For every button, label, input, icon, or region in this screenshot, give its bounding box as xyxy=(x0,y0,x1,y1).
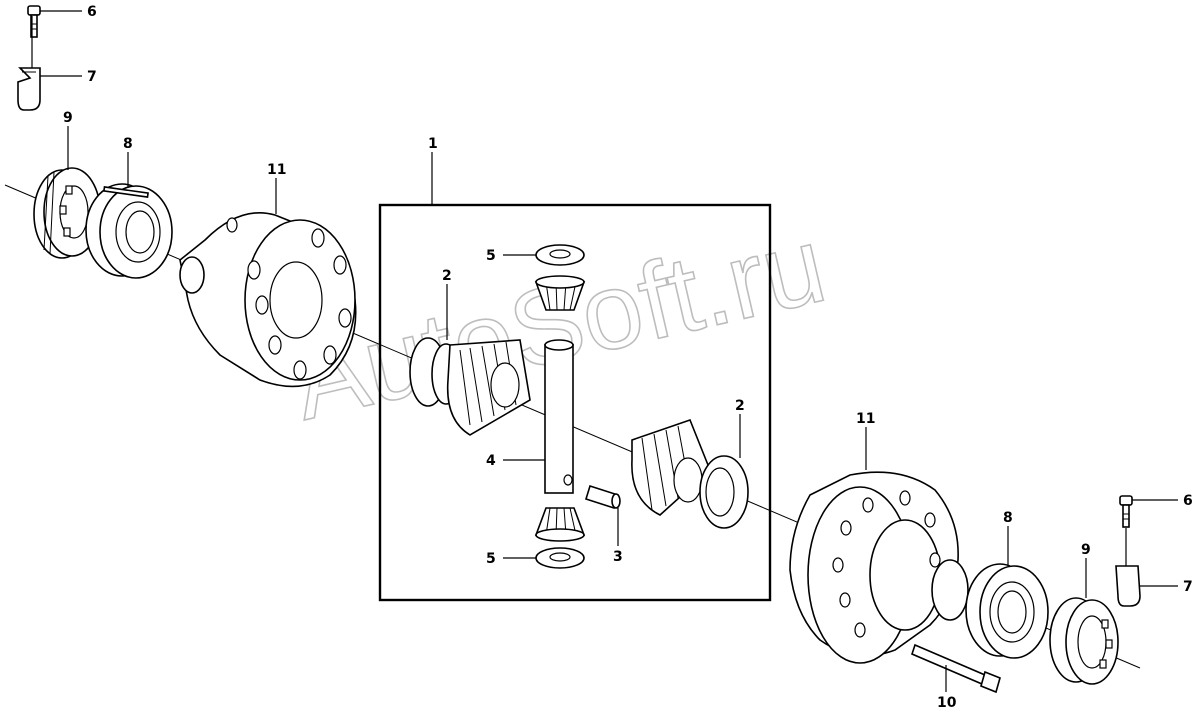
pinion-gear-bottom xyxy=(534,507,586,542)
bearing-8-right xyxy=(965,563,1049,659)
bolt-6-right xyxy=(1119,495,1133,528)
callout-4: 4 xyxy=(486,453,496,469)
adjusting-nut-9-right xyxy=(1049,597,1119,685)
callout-2-left: 2 xyxy=(442,268,452,284)
callout-1: 1 xyxy=(428,136,438,152)
pinion-shaft-4 xyxy=(544,339,574,494)
callout-9-left: 9 xyxy=(63,110,73,126)
callout-5-bottom: 5 xyxy=(486,551,496,567)
callout-11-left: 11 xyxy=(267,162,286,178)
case-bolt-10 xyxy=(911,643,1001,694)
callout-6-left: 6 xyxy=(87,4,97,20)
callout-2-right: 2 xyxy=(735,398,745,414)
callout-7-left: 7 xyxy=(87,69,97,85)
pinion-gear-top xyxy=(534,275,586,311)
bearing-8-left xyxy=(85,183,173,279)
callout-5-top: 5 xyxy=(486,248,496,264)
thrust-washer-5-top xyxy=(535,244,585,266)
callout-10: 10 xyxy=(937,695,957,711)
adjusting-nut-9-left xyxy=(33,167,101,259)
thrust-washer-5-bottom xyxy=(535,547,585,569)
side-gear-2-left xyxy=(409,337,531,436)
callout-11-right: 11 xyxy=(856,411,875,427)
lock-pin-3 xyxy=(585,484,621,510)
case-half-11-right xyxy=(789,471,969,664)
callout-7-right: 7 xyxy=(1183,579,1193,595)
callout-8-left: 8 xyxy=(123,136,133,152)
callout-8-right: 8 xyxy=(1003,510,1013,526)
bolt-6-left xyxy=(27,5,41,38)
case-half-11-left xyxy=(179,212,357,388)
callout-6-right: 6 xyxy=(1183,493,1193,509)
locking-plate-7-left xyxy=(17,67,41,111)
leader-lines xyxy=(31,10,1178,692)
subassembly-frame xyxy=(378,203,772,602)
locking-plate-7-right xyxy=(1115,565,1141,607)
callout-3: 3 xyxy=(613,549,623,565)
callout-9-right: 9 xyxy=(1081,542,1091,558)
side-gear-2-right xyxy=(631,418,749,529)
